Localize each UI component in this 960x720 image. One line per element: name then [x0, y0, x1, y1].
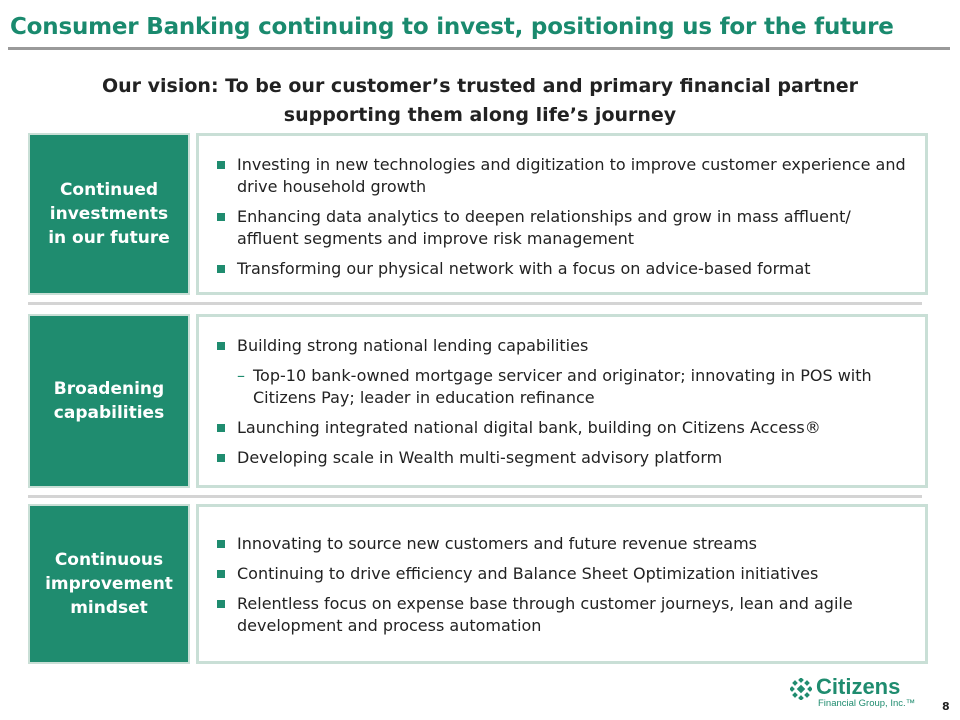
- list-item-text: Transforming our physical network with a…: [237, 259, 811, 278]
- page-title: Consumer Banking continuing to invest, p…: [10, 14, 894, 40]
- citizens-logo: Citizens Financial Group, Inc.™: [790, 674, 920, 710]
- list-item: Developing scale in Wealth multi-segment…: [215, 447, 913, 469]
- square-bullet-icon: [217, 454, 225, 462]
- list-item: Transforming our physical network with a…: [215, 258, 913, 280]
- square-bullet-icon: [217, 570, 225, 578]
- section-improvement: Continuous improvement mindset Innovatin…: [28, 504, 928, 664]
- square-bullet-icon: [217, 161, 225, 169]
- list-item: Continuing to drive efficiency and Balan…: [215, 563, 913, 585]
- square-bullet-icon: [217, 424, 225, 432]
- section-content: Building strong national lending capabil…: [196, 314, 928, 488]
- list-item-text: Relentless focus on expense base through…: [237, 594, 853, 635]
- citizens-logo-icon: [790, 678, 812, 700]
- list-item: Relentless focus on expense base through…: [215, 593, 913, 637]
- list-item-text: Building strong national lending capabil…: [237, 336, 589, 355]
- dash-bullet-icon: –: [237, 366, 245, 385]
- section-content: Innovating to source new customers and f…: [196, 504, 928, 664]
- list-item: Launching integrated national digital ba…: [215, 417, 913, 439]
- list-item-text: Developing scale in Wealth multi-segment…: [237, 448, 723, 467]
- square-bullet-icon: [217, 540, 225, 548]
- title-divider: [8, 47, 950, 50]
- logo-name: Citizens: [816, 674, 901, 699]
- section-label: Broadening capabilities: [28, 314, 190, 488]
- square-bullet-icon: [217, 600, 225, 608]
- vision-line-2: supporting them along life’s journey: [283, 104, 677, 126]
- logo-subtitle: Financial Group, Inc.™: [818, 698, 916, 709]
- square-bullet-icon: [217, 265, 225, 273]
- vision-line-1: Our vision: To be our customer’s trusted…: [101, 75, 859, 97]
- list-item-text: Enhancing data analytics to deepen relat…: [237, 207, 851, 248]
- list-item: Innovating to source new customers and f…: [215, 533, 913, 555]
- list-item-text: Innovating to source new customers and f…: [237, 534, 757, 553]
- list-item-text: Launching integrated national digital ba…: [237, 418, 821, 437]
- list-item: Enhancing data analytics to deepen relat…: [215, 206, 913, 250]
- square-bullet-icon: [217, 342, 225, 350]
- section-content: Investing in new technologies and digiti…: [196, 133, 928, 295]
- section-label: Continued investments in our future: [28, 133, 190, 295]
- section-divider: [28, 495, 922, 498]
- list-item: Investing in new technologies and digiti…: [215, 154, 913, 198]
- list-item-text: Investing in new technologies and digiti…: [237, 155, 906, 196]
- square-bullet-icon: [217, 213, 225, 221]
- section-label: Continuous improvement mindset: [28, 504, 190, 664]
- vision-statement: Our vision: To be our customer’s trusted…: [0, 72, 960, 130]
- list-item: Building strong national lending capabil…: [215, 335, 913, 357]
- list-item-text: Continuing to drive efficiency and Balan…: [237, 564, 819, 583]
- section-divider: [28, 302, 922, 305]
- section-capabilities: Broadening capabilities Building strong …: [28, 314, 928, 488]
- sub-list-item: – Top-10 bank-owned mortgage servicer an…: [215, 365, 913, 409]
- page-number: 8: [942, 700, 950, 713]
- sub-list-item-text: Top-10 bank-owned mortgage servicer and …: [253, 366, 872, 407]
- section-investments: Continued investments in our future Inve…: [28, 133, 928, 295]
